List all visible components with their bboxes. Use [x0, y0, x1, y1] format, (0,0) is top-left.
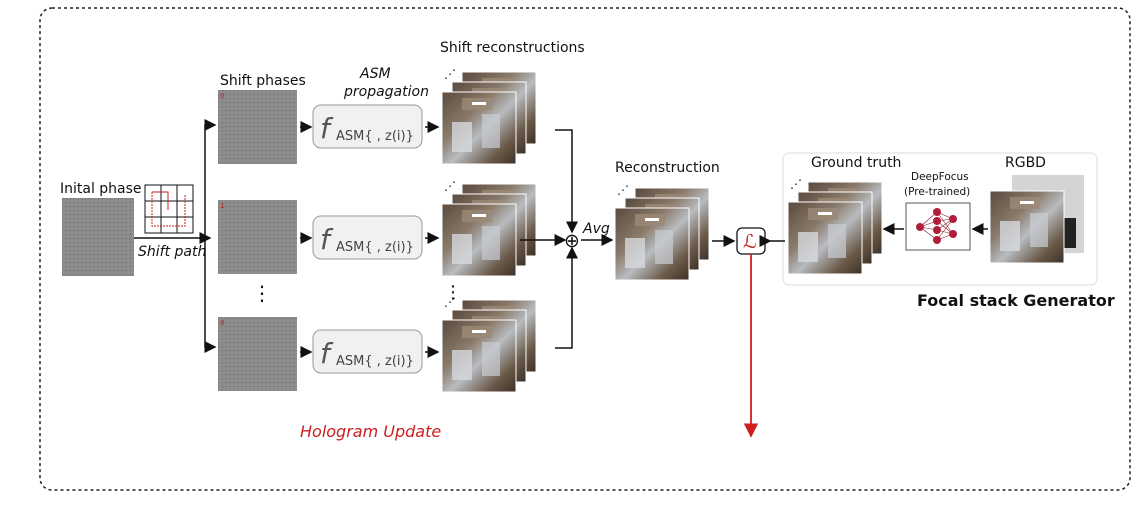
hologram-update-label: Hologram Update [300, 422, 441, 441]
asm-title: ASM [359, 66, 391, 82]
deepfocus-label: DeepFocus [911, 171, 969, 183]
avg-operator-icon: ⊕ [564, 230, 580, 252]
shift-reconstruction-stack-1 [442, 179, 536, 276]
shift-reconstruction-stack-0 [442, 67, 536, 164]
rgbd-label: RGBD [1005, 155, 1046, 171]
shift-reconstruction-stack-8 [442, 295, 536, 392]
shift-phase-8 [218, 317, 297, 391]
ground-truth-label: Ground truth [811, 155, 901, 171]
focal-stack-generator-title: Focal stack Generator [917, 291, 1115, 310]
reconstruction-label: Reconstruction [615, 160, 720, 176]
shift-phase-1 [218, 200, 297, 274]
pretrained-label: (Pre-trained) [904, 186, 970, 198]
shift-path-grid-icon [144, 184, 194, 234]
neural-network-icon [905, 202, 971, 251]
svg-text:ASM{ , z(i)}: ASM{ , z(i)} [336, 240, 414, 255]
phase-ellipsis: ⋮ [252, 281, 272, 305]
phase-index: 8 [220, 319, 224, 327]
shift-path-label: Shift path [138, 244, 206, 260]
svg-text:ASM{ , z(i)}: ASM{ , z(i)} [336, 129, 414, 144]
asm-block-1: f ASM{ , z(i)} [300, 215, 440, 260]
shift-phases-label: Shift phases [220, 73, 306, 89]
shift-phase-0 [218, 90, 297, 164]
outer-dashed-border [39, 7, 1131, 491]
phase-index: 1 [220, 202, 224, 210]
asm-block-0: f ASM{ , z(i)} [300, 104, 440, 149]
reconstruction-stack [615, 183, 709, 280]
shift-reconstructions-label: Shift reconstructions [440, 40, 585, 56]
branch-line [204, 124, 212, 348]
asm-subtitle: propagation [343, 84, 429, 100]
initial-phase-label: Inital phase [60, 181, 142, 197]
asm-block-8: f ASM{ , z(i)} [300, 329, 440, 374]
phase-index: 0 [220, 92, 224, 100]
svg-text:ASM{ , z(i)}: ASM{ , z(i)} [336, 354, 414, 369]
loss-icon: ℒ [743, 231, 757, 253]
avg-label: Avg [582, 221, 610, 237]
initial-phase-image [62, 198, 134, 276]
rgbd-image [989, 190, 1065, 264]
ground-truth-stack [788, 177, 882, 274]
